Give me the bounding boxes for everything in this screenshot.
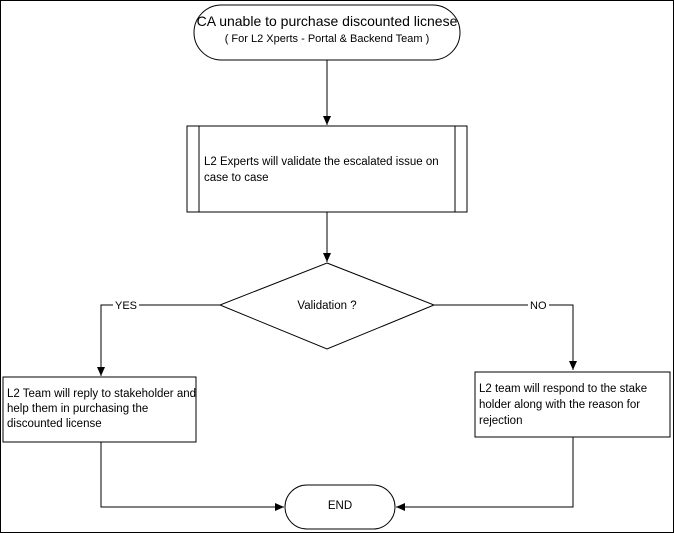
end-text: END bbox=[327, 500, 353, 512]
arrow-left-to-end bbox=[100, 442, 284, 511]
arrow-no-branch bbox=[434, 304, 577, 370]
arrow-yes-branch bbox=[97, 304, 220, 376]
left-box-text: L2 Team will reply to stakeholder and he… bbox=[7, 388, 197, 430]
start-title: CA unable to purchase discounted licnese bbox=[196, 13, 458, 29]
right-box-text: L2 team will respond to the stake holder… bbox=[479, 383, 648, 427]
decision-diamond bbox=[218, 262, 436, 350]
start-subtitle: ( For L2 Xperts - Portal & Backend Team … bbox=[224, 33, 430, 45]
no-label: NO bbox=[528, 298, 549, 314]
process-text: L2 Experts will validate the escalated i… bbox=[204, 156, 439, 184]
yes-label: YES bbox=[113, 298, 140, 314]
decision-text: Validation ? bbox=[297, 300, 357, 312]
end-terminator bbox=[284, 484, 396, 530]
left-process-box bbox=[2, 376, 197, 443]
arrow-right-to-end bbox=[396, 437, 574, 511]
